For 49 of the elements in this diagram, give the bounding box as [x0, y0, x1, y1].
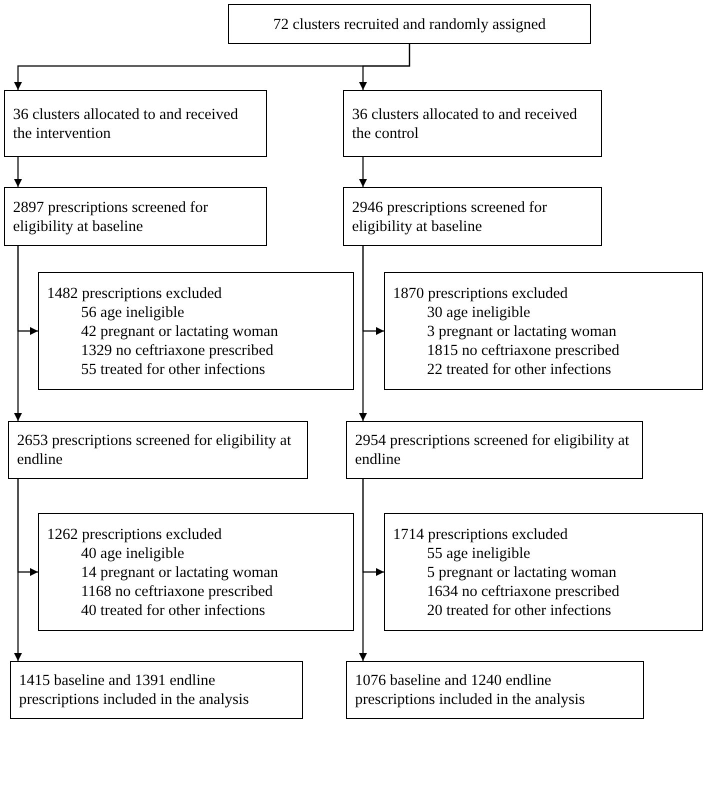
box-text: 1482 prescriptions excluded — [47, 284, 223, 302]
flow-box — [346, 661, 644, 719]
box-text: 2946 prescriptions screened for eligibility at baseline — [352, 198, 548, 236]
exclusion-reason: 5 pregnant or lactating woman — [426, 562, 618, 582]
arrow — [359, 246, 367, 421]
exclusion-reason: 1168 no ceftriaxone prescribed — [80, 582, 274, 600]
box-text: 36 clusters allocated to and received the intervention — [13, 104, 240, 142]
arrow — [359, 157, 367, 187]
exclusion-reason: 1329 no ceftriaxone prescribed — [80, 340, 274, 360]
arrow — [359, 479, 367, 661]
box-text: 1262 prescriptions excluded — [47, 524, 223, 544]
flow-box — [343, 187, 602, 246]
flow-box — [4, 187, 267, 246]
box-text: 2653 prescriptions screened for eligibility at endline — [17, 431, 292, 469]
exclusion-reason: 22 treated for other infections — [426, 360, 612, 378]
box-text: 2954 prescriptions screened for eligibility at endline — [355, 431, 630, 469]
exclusion-reason: 1634 no ceftriaxone prescribed — [426, 582, 620, 600]
flow-box — [8, 421, 308, 479]
exclusion-reason: 42 pregnant or lactating woman — [80, 322, 280, 340]
box-text: 1415 baseline and 1391 endline prescriptions included in the analysis — [19, 671, 250, 709]
flow-box — [228, 4, 591, 44]
exclusion-reason: 3 pregnant or lactating woman — [426, 322, 618, 340]
exclusion-reason: 30 age ineligible — [426, 302, 532, 322]
exclusion-reason: 1815 no ceftriaxone prescribed — [426, 340, 620, 360]
arrow — [14, 246, 22, 421]
exclusion-reason: 40 age ineligible — [80, 544, 186, 562]
box-text: 1076 baseline and 1240 endline prescriptions included in the analysis — [355, 671, 586, 709]
flow-box — [346, 421, 643, 479]
box-text: 2897 prescriptions screened for eligibility at baseline — [13, 198, 209, 236]
exclusion-reason: 40 treated for other infections — [80, 600, 266, 620]
exclusion-reason: 55 treated for other infections — [80, 360, 266, 378]
box-text: 1714 prescriptions excluded — [393, 524, 569, 544]
exclusion-reason: 14 pregnant or lactating woman — [80, 562, 280, 582]
exclusion-reason: 56 age ineligible — [80, 302, 186, 322]
exclusion-box — [38, 272, 354, 390]
box-text: 36 clusters allocated to and received the control — [352, 104, 578, 142]
arrow — [359, 44, 410, 90]
arrow — [14, 479, 22, 661]
flow-box — [4, 90, 267, 157]
exclusion-reason: 20 treated for other infections — [426, 600, 612, 620]
exclusion-reason: 55 age ineligible — [426, 544, 532, 562]
exclusion-box — [384, 272, 703, 390]
exclusion-box — [384, 513, 703, 631]
box-text: 1870 prescriptions excluded — [393, 284, 569, 302]
flow-box — [343, 90, 602, 157]
arrow — [14, 157, 22, 187]
exclusion-box — [38, 513, 354, 631]
box-text: 72 clusters recruited and randomly assigned — [273, 14, 546, 34]
flow-box — [10, 661, 303, 719]
